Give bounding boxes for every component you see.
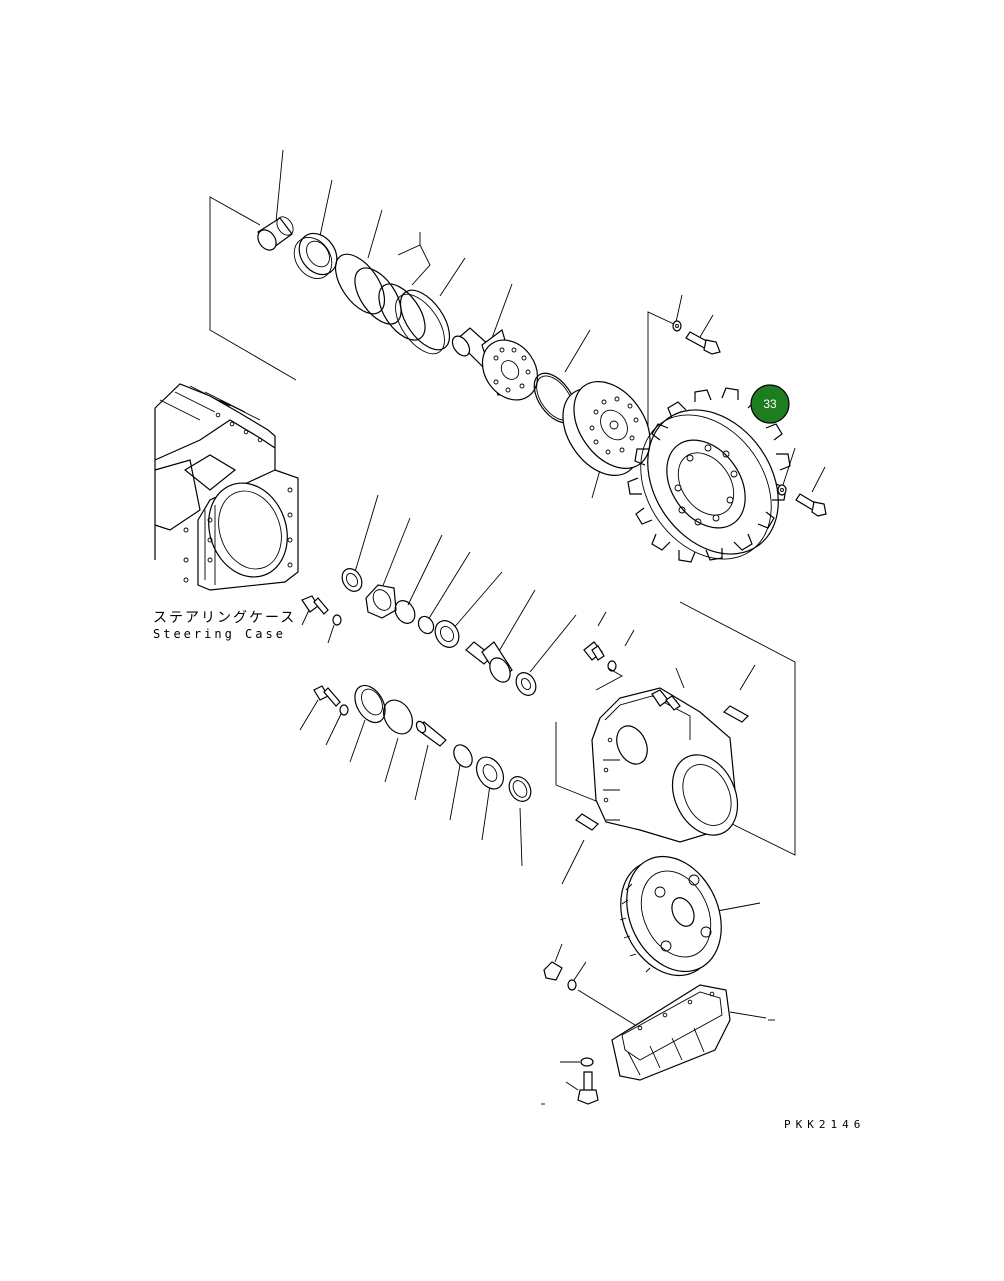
bearing-cage-part[interactable]	[365, 584, 397, 619]
seal-part-lower[interactable]	[505, 773, 535, 806]
seal-ring-part[interactable]	[386, 282, 459, 362]
roller-bearing-part[interactable]	[430, 616, 463, 651]
dowel-pin-part[interactable]	[723, 705, 749, 723]
nut-part-middle[interactable]	[512, 669, 540, 699]
leader-lines-middle	[299, 494, 756, 885]
washer-part-left-upper[interactable]	[332, 614, 342, 626]
bolt-part-bottom[interactable]	[541, 1071, 599, 1105]
washer-part-upper[interactable]	[672, 320, 682, 332]
steering-case-label-english: Steering Case	[153, 627, 286, 641]
steering-case-label-japanese: ステアリングケース	[153, 610, 297, 626]
hub-flange-part[interactable]	[547, 367, 665, 489]
steering-case-housing[interactable]	[154, 383, 300, 591]
bottom-cover-part[interactable]	[577, 984, 775, 1081]
washer-part-bottom[interactable]	[560, 1057, 594, 1067]
pinion-shaft-part[interactable]	[465, 641, 514, 686]
drive-shaft-part[interactable]	[449, 327, 549, 411]
final-drive-case-part[interactable]	[555, 601, 796, 856]
oil-seal-part[interactable]	[338, 565, 366, 595]
final-gear-part[interactable]	[603, 841, 761, 991]
plug-part[interactable]	[583, 641, 605, 661]
bearing-part[interactable]	[286, 226, 344, 286]
leader-lines-upper	[275, 149, 826, 499]
callout-33[interactable]: 33	[750, 384, 790, 424]
callout-circle	[750, 384, 790, 424]
washer-part-left-lower[interactable]	[339, 704, 349, 716]
callout-number: 33	[763, 397, 777, 411]
bolt-part-upper[interactable]	[685, 331, 721, 355]
bolt-part-sprocket[interactable]	[795, 493, 827, 517]
dowel-pin-part-lower[interactable]	[575, 813, 599, 831]
bolt-part-left-lower[interactable]	[313, 685, 341, 707]
washer-part-sprocket[interactable]	[777, 484, 787, 496]
drawing-code: PKK2146	[784, 1118, 866, 1131]
bolt-part-long[interactable]	[415, 720, 447, 747]
upper-bracket-lines	[209, 196, 677, 430]
o-ring-part-plug[interactable]	[607, 660, 617, 672]
bolt-part-left-upper[interactable]	[301, 595, 329, 615]
bearing-part-lower[interactable]	[471, 752, 509, 793]
thrust-washer-part[interactable]	[450, 742, 476, 771]
sprocket-part[interactable]	[614, 385, 805, 584]
collar-part[interactable]	[415, 614, 436, 637]
cover-part[interactable]	[349, 680, 392, 728]
o-ring-part-drain[interactable]	[567, 961, 587, 991]
bushing-part[interactable]	[254, 214, 296, 254]
drain-plug-part[interactable]	[543, 943, 563, 981]
snap-ring-part[interactable]	[326, 246, 435, 348]
gasket-part[interactable]	[378, 695, 419, 739]
o-ring-part-small[interactable]	[391, 597, 419, 627]
